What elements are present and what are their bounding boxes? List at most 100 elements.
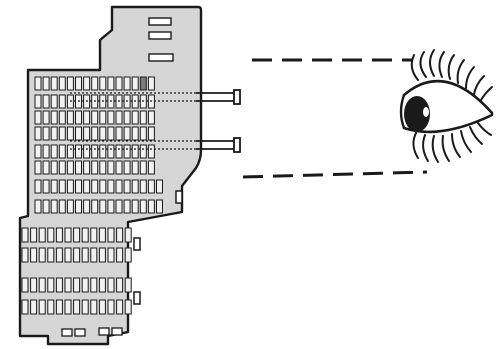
fuse-slot [124,227,132,243]
fuse-slot [58,179,66,194]
fuse-slot [58,94,66,109]
housing-tab [175,190,183,204]
fuse-slot [115,144,123,159]
fuse-slot [73,299,81,315]
fuse-slot [34,179,42,194]
fuse-slot [64,299,72,315]
fuse-slot [91,110,99,125]
fuse-slot [58,144,66,159]
fuse-slot [91,144,99,159]
fuse-slot [21,299,29,315]
fuse-slot [98,247,106,263]
fuse-slot [156,179,163,194]
fuse-slot [21,277,29,293]
fuse-slot [99,126,107,141]
fuse-slot [42,126,50,141]
fuse-slot [38,247,46,263]
fuse-slot [75,199,82,214]
fuse-slot [75,179,82,194]
fuse-slot [91,199,99,214]
fuse-slot [55,277,63,293]
fuse-slot [107,144,115,159]
fuse-slot [107,227,115,243]
fuse-slot [42,144,50,159]
fuse-slot [107,199,115,214]
fuse-slot [90,299,98,315]
fuse-slot [50,126,58,141]
fuse-slot [98,299,106,315]
fuse-slot [38,227,46,243]
fuse-slot [107,299,115,315]
fuse-slot [50,94,58,109]
fuse-slot [90,247,98,263]
fuse-slot [99,110,107,125]
fuse-slot [81,227,89,243]
fuse-slot [58,126,66,141]
fuse-slot [107,110,115,125]
fuse-slot [34,94,42,109]
fuse-slot [50,199,58,214]
fuse-slot [131,76,139,91]
fuse-slot [81,247,89,263]
fuse-slot [147,126,155,141]
fuse-slot [30,227,38,243]
fuse-slot [90,227,98,243]
fuse-slot [42,160,50,175]
fuse-slot [50,160,58,175]
fuse-slot [55,247,63,263]
fuse-slot [123,199,131,214]
fuse-slot [99,76,107,91]
fuse-slot [66,144,74,159]
fuse-slot [91,126,99,141]
fuse-slot [131,199,139,214]
fuse-slot [91,160,99,175]
fuse-slot [47,227,55,243]
fuse-slot [131,179,139,194]
fuse-slot [50,110,58,125]
fuse-slot [34,144,42,159]
fuse-slot [83,76,91,91]
fuse-puller-tool [196,89,241,105]
fuse-slot [83,199,91,214]
fuse-slot [42,94,50,109]
fuse-slot [116,247,124,263]
fuse-slot [64,247,72,263]
fuse-slot [90,277,98,293]
fuse-slot [55,227,63,243]
fuse-slot [107,126,115,141]
fuse-slot [147,179,155,194]
fuse-slot [147,199,155,214]
fuse-slot [124,277,132,293]
fuse-slot [131,144,139,159]
fuse-slot [147,160,155,175]
fuse-slot [123,144,131,159]
fuse-slot [81,277,89,293]
fuse-slot [66,126,74,141]
fuse-slot [115,126,123,141]
fuse-slot [98,227,106,243]
fuse-slot [47,299,55,315]
fuse-slot [66,110,74,125]
fuse-slot [83,126,91,141]
fuse-box-housing [18,5,203,346]
fuse-slot [81,299,89,315]
fuse-slot [30,299,38,315]
fuse-slot [34,126,42,141]
fuse-slot [83,179,91,194]
fuse-slot [115,179,123,194]
fuse-slot [99,179,107,194]
fuse-slot [30,247,38,263]
fuse-slot [107,76,115,91]
fuse-slot [58,199,66,214]
fuse-slot [107,247,115,263]
fuse-slot [139,126,147,141]
fuse-slot [107,179,115,194]
fuse-slot [115,76,123,91]
fuse-slot [73,247,81,263]
fuse-slot [50,76,58,91]
connector-slot [111,327,123,336]
fuse-slot [115,110,123,125]
connector-slot [74,328,86,337]
fuse-slot [116,299,124,315]
